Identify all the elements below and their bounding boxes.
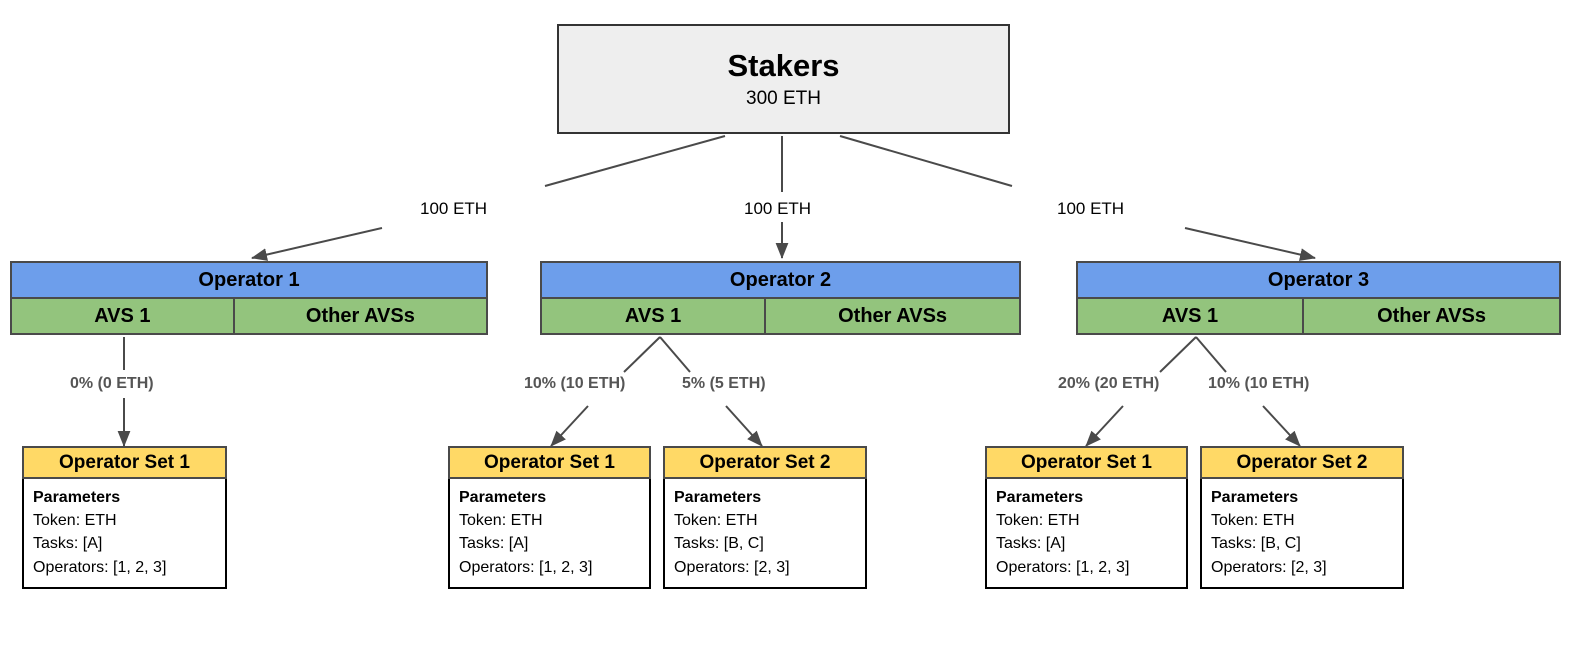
- operator-2-title: Operator 2: [542, 263, 1019, 299]
- operator-set-node-2-1[interactable]: Operator Set 1 Parameters Token: ETH Tas…: [448, 446, 651, 589]
- allocation-label-op3-set2: 10% (10 ETH): [1208, 375, 1310, 392]
- operator-1-avs-row: AVS 1 Other AVSs: [12, 299, 486, 333]
- operator-set-node-3-2[interactable]: Operator Set 2 Parameters Token: ETH Tas…: [1200, 446, 1404, 589]
- param-tasks: Tasks: [B, C]: [674, 535, 764, 553]
- param-operators: Operators: [1, 2, 3]: [996, 558, 1130, 576]
- operator-set-3-2-title: Operator Set 2: [1200, 446, 1404, 479]
- params-label: Parameters: [1211, 489, 1299, 506]
- stakers-node[interactable]: Stakers 300 ETH: [557, 24, 1010, 134]
- delegation-label-3: 100 ETH: [1057, 199, 1125, 218]
- param-tasks: Tasks: [B, C]: [1211, 535, 1301, 553]
- param-token: Token: ETH: [459, 512, 543, 530]
- operator-1-title: Operator 1: [12, 263, 486, 299]
- allocation-label-op2-set2: 5% (5 ETH): [682, 375, 766, 392]
- param-operators: Operators: [2, 3]: [674, 558, 790, 576]
- param-token: Token: ETH: [33, 512, 117, 530]
- operator-set-node-1-1[interactable]: Operator Set 1 Parameters Token: ETH Tas…: [22, 446, 227, 589]
- param-token: Token: ETH: [996, 512, 1080, 530]
- operator-set-1-1-params: Parameters Token: ETH Tasks: [A] Operato…: [22, 479, 227, 589]
- operator-set-node-2-2[interactable]: Operator Set 2 Parameters Token: ETH Tas…: [663, 446, 867, 589]
- operator-node-3[interactable]: Operator 3 AVS 1 Other AVSs: [1076, 261, 1561, 335]
- operator-1-avs-other[interactable]: Other AVSs: [234, 299, 486, 333]
- operator-set-3-1-params: Parameters Token: ETH Tasks: [A] Operato…: [985, 479, 1188, 589]
- operator-node-1[interactable]: Operator 1 AVS 1 Other AVSs: [10, 261, 488, 335]
- operator-set-2-2-params: Parameters Token: ETH Tasks: [B, C] Oper…: [663, 479, 867, 589]
- param-operators: Operators: [2, 3]: [1211, 558, 1327, 576]
- operator-set-2-1-title: Operator Set 1: [448, 446, 651, 479]
- operator-3-avs-primary[interactable]: AVS 1: [1078, 299, 1305, 333]
- param-tasks: Tasks: [A]: [459, 535, 529, 553]
- param-tasks: Tasks: [A]: [996, 535, 1066, 553]
- param-token: Token: ETH: [1211, 512, 1295, 530]
- delegation-label-2: 100 ETH: [744, 199, 812, 218]
- params-label: Parameters: [996, 489, 1084, 506]
- param-token: Token: ETH: [674, 512, 758, 530]
- operator-3-title: Operator 3: [1078, 263, 1559, 299]
- allocation-label-op3-set1: 20% (20 ETH): [1058, 375, 1160, 392]
- param-tasks: Tasks: [A]: [33, 535, 103, 553]
- stakers-title: Stakers: [727, 47, 840, 83]
- param-operators: Operators: [1, 2, 3]: [459, 558, 593, 576]
- params-label: Parameters: [459, 489, 547, 506]
- operator-set-3-2-params: Parameters Token: ETH Tasks: [B, C] Oper…: [1200, 479, 1404, 589]
- allocation-label-op1-set1: 0% (0 ETH): [70, 375, 154, 392]
- operator-set-3-1-title: Operator Set 1: [985, 446, 1188, 479]
- stakers-amount: 300 ETH: [746, 87, 821, 109]
- params-label: Parameters: [33, 489, 121, 506]
- allocation-label-op2-set1: 10% (10 ETH): [524, 375, 626, 392]
- operator-node-2[interactable]: Operator 2 AVS 1 Other AVSs: [540, 261, 1021, 335]
- delegation-label-1: 100 ETH: [420, 199, 488, 218]
- operator-set-2-2-title: Operator Set 2: [663, 446, 867, 479]
- edge-stakers-to-operator-1: [251, 135, 726, 261]
- operator-2-avs-row: AVS 1 Other AVSs: [542, 299, 1019, 333]
- operator-set-node-3-1[interactable]: Operator Set 1 Parameters Token: ETH Tas…: [985, 446, 1188, 589]
- operator-1-avs-primary[interactable]: AVS 1: [12, 299, 235, 333]
- operator-2-avs-other[interactable]: Other AVSs: [766, 299, 1019, 333]
- params-label: Parameters: [674, 489, 762, 506]
- edge-stakers-to-operator-3: [839, 135, 1316, 261]
- param-operators: Operators: [1, 2, 3]: [33, 558, 167, 576]
- operator-set-2-1-params: Parameters Token: ETH Tasks: [A] Operato…: [448, 479, 651, 589]
- operator-2-avs-primary[interactable]: AVS 1: [542, 299, 767, 333]
- operator-set-1-1-title: Operator Set 1: [22, 446, 227, 479]
- operator-3-avs-row: AVS 1 Other AVSs: [1078, 299, 1559, 333]
- operator-3-avs-other[interactable]: Other AVSs: [1304, 299, 1559, 333]
